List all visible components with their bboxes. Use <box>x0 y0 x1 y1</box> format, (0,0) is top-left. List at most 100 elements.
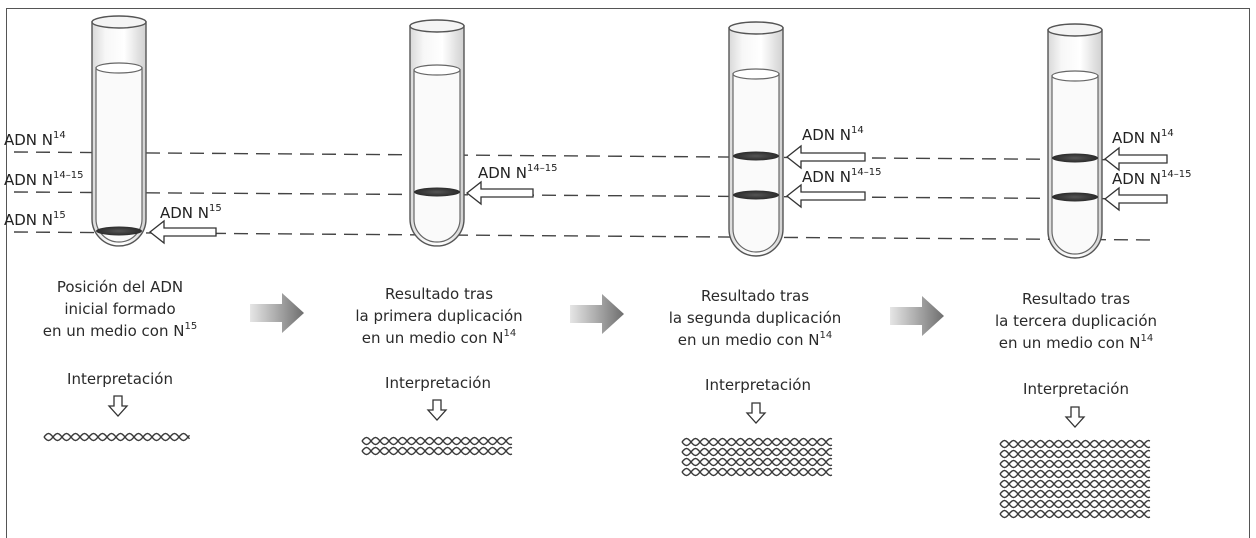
caption-panel-1: Posición del ADN inicial formado en un m… <box>20 276 220 342</box>
dna-double-helix <box>681 457 833 467</box>
band-label-p4-n14: ADN N14 <box>1112 128 1174 148</box>
label-text: ADN N <box>802 168 852 186</box>
liquid-surface <box>732 68 780 80</box>
dna-strand <box>999 479 1151 489</box>
caption-line: Resultado tras <box>700 287 810 305</box>
liquid-surface <box>413 64 461 76</box>
label-sup: 14–15 <box>527 163 558 174</box>
test-tube-2 <box>409 19 465 247</box>
dna-double-helix <box>999 479 1151 489</box>
dna-double-helix <box>999 499 1151 509</box>
caption-line: en un medio con N15 <box>20 320 220 342</box>
dna-strand <box>999 449 1151 459</box>
test-tube-4 <box>1047 23 1103 259</box>
label-sup: 14–15 <box>1161 169 1192 180</box>
pointer-arrow-icon <box>785 183 866 209</box>
figure-frame <box>6 8 1250 538</box>
dna-strand <box>999 479 1151 489</box>
pointer-arrow-icon <box>785 144 866 170</box>
caption-sup: 14 <box>1140 333 1154 344</box>
band-label-p2-n1415: ADN N14–15 <box>478 163 558 183</box>
step-arrow-1-icon <box>250 293 304 333</box>
step-arrow-2-icon <box>570 294 624 334</box>
down-arrow-icon <box>426 399 448 421</box>
test-tube-1 <box>91 15 147 247</box>
label-text: ADN N <box>802 126 852 144</box>
pointer-arrow-icon <box>1103 146 1168 172</box>
dna-strand <box>999 499 1151 509</box>
caption-panel-4: Resultado tras la tercera duplicación en… <box>961 288 1191 354</box>
band-pointer-arrows <box>148 144 1168 245</box>
interpretation-label-2: Interpretación <box>385 374 491 392</box>
test-tube-3 <box>728 21 784 257</box>
left-label-n1415: ADN N14–15 <box>4 171 83 190</box>
label-text: ADN N <box>160 204 210 222</box>
dna-strand <box>999 489 1151 499</box>
dna-strand <box>999 499 1151 509</box>
dna-strand <box>999 469 1151 479</box>
test-tubes <box>91 15 1103 259</box>
dna-double-helix <box>681 467 833 477</box>
step-arrows <box>250 293 944 336</box>
dna-band <box>733 151 779 161</box>
dna-strand <box>999 439 1151 449</box>
dna-band <box>414 187 460 197</box>
dna-strand <box>681 457 833 467</box>
label-sup: 15 <box>209 203 222 214</box>
dna-strand <box>681 437 833 447</box>
caption-text: en un medio con N <box>677 331 820 349</box>
dna-double-helix <box>681 437 833 447</box>
caption-line: Posición del ADN <box>56 278 184 296</box>
dna-strand <box>999 459 1151 469</box>
left-label-n15: ADN N15 <box>4 210 66 230</box>
tube-rim <box>91 15 147 29</box>
dna-double-helix <box>361 436 513 446</box>
label-sup: 14–15 <box>851 167 882 178</box>
down-arrow-icon <box>1064 406 1086 428</box>
caption-sup: 14 <box>503 328 517 339</box>
label-sup: 14 <box>1161 128 1174 139</box>
dna-strand <box>681 467 833 477</box>
dna-strand <box>999 509 1151 519</box>
label-text: ADN N <box>4 171 54 189</box>
density-line-n15 <box>13 231 1157 241</box>
caption-panel-2: Resultado tras la primera duplicación en… <box>324 283 554 349</box>
label-text: ADN N <box>478 164 528 182</box>
caption-sup: 14 <box>819 330 833 341</box>
band-label-p3-n1415: ADN N14–15 <box>802 167 882 187</box>
dna-double-helix <box>681 447 833 457</box>
tube-liquid <box>732 73 780 253</box>
density-lines <box>13 151 1157 241</box>
dna-double-helix <box>43 432 191 442</box>
caption-sup: 15 <box>184 321 198 332</box>
dna-strand <box>999 469 1151 479</box>
band-label-p4-n1415: ADN N14–15 <box>1112 169 1192 189</box>
dna-double-helix <box>999 459 1151 469</box>
label-sup: 14 <box>851 125 864 136</box>
dna-strand <box>999 509 1151 519</box>
caption-line: la tercera duplicación <box>994 312 1158 330</box>
dna-double-helix <box>361 446 513 456</box>
density-line-n1415 <box>13 191 1157 200</box>
dna-double-helix <box>999 449 1151 459</box>
label-sup: 14 <box>53 130 66 141</box>
dna-strand <box>999 439 1151 449</box>
left-label-n14: ADN N14 <box>4 130 66 150</box>
caption-line: en un medio con N14 <box>324 327 554 349</box>
dna-strand <box>681 447 833 457</box>
caption-panel-3: Resultado tras la segunda duplicación en… <box>640 285 870 351</box>
dna-strand <box>999 449 1151 459</box>
label-text: ADN N <box>4 211 54 229</box>
dna-strand <box>361 446 513 456</box>
caption-line: la segunda duplicación <box>668 309 842 327</box>
tube-rim <box>409 19 465 33</box>
step-arrow-3-icon <box>890 296 944 336</box>
dna-interpretations <box>43 395 1151 519</box>
caption-text: en un medio con N <box>998 334 1141 352</box>
caption-line: Resultado tras <box>384 285 494 303</box>
dna-double-helix <box>999 439 1151 449</box>
label-sup: 15 <box>53 210 66 221</box>
dna-strand <box>681 457 833 467</box>
liquid-surface <box>95 62 143 74</box>
